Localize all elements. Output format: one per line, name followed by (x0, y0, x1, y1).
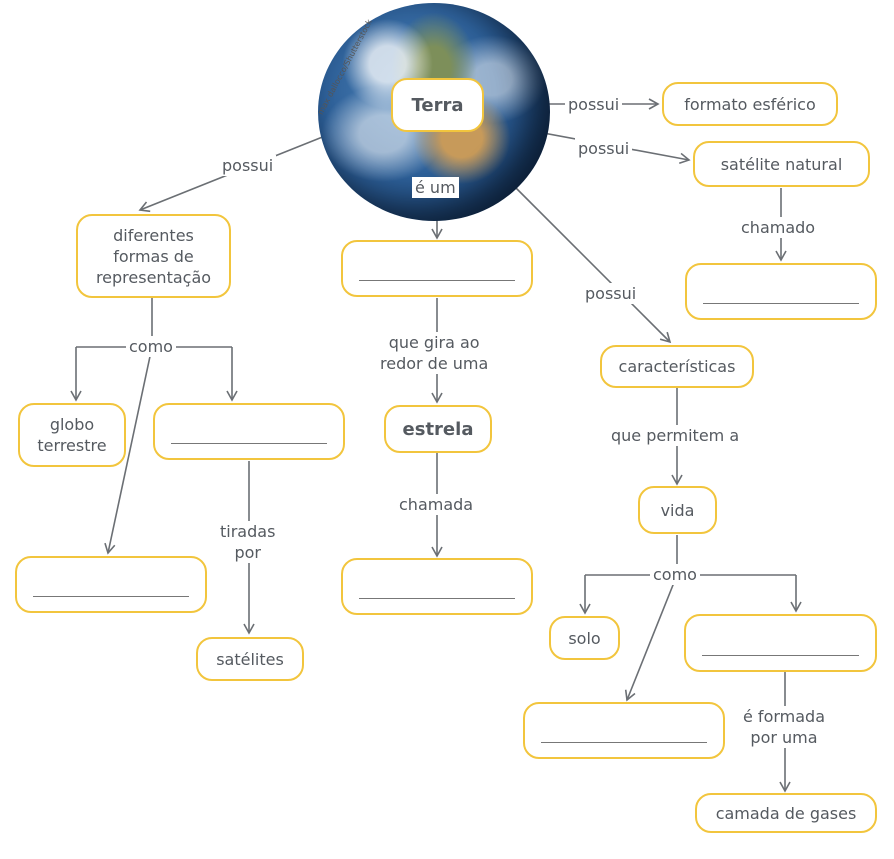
node-estrela: estrela (384, 405, 492, 453)
label-como-right: como (650, 564, 700, 585)
node-satelites: satélites (196, 637, 304, 681)
node-formato-esferico: formato esférico (662, 82, 838, 126)
node-diferentes-formas: diferentes formas de representação (76, 214, 231, 298)
label-tiradas-por: tiradas por (217, 521, 279, 563)
label-chamada: chamada (396, 494, 477, 515)
label-e-formada: é formada por uma (740, 706, 828, 748)
node-vida: vida (638, 486, 717, 534)
label-e-um: é um (412, 177, 459, 198)
label-possui-satelite: possui (575, 138, 633, 159)
node-blank-star-name[interactable] (341, 558, 533, 615)
label-que-gira: que gira ao redor de uma (377, 332, 492, 374)
label-que-permitem: que permitem a (608, 425, 743, 446)
node-blank-left-bottom[interactable] (15, 556, 207, 613)
node-camada-de-gases: camada de gases (695, 793, 877, 833)
label-chamado: chamado (738, 217, 819, 238)
label-possui-left: possui (219, 155, 277, 176)
label-como-left: como (126, 336, 176, 357)
node-solo: solo (549, 616, 620, 660)
node-blank-vida-item[interactable] (684, 614, 877, 672)
node-satelite-natural: satélite natural (693, 141, 870, 187)
node-caracteristicas: características (600, 345, 754, 388)
node-blank-bottom-center[interactable] (523, 702, 725, 759)
label-possui-right: possui (582, 283, 640, 304)
node-blank-satellite-name[interactable] (685, 263, 877, 320)
node-blank-center[interactable] (341, 240, 533, 297)
node-blank-representation[interactable] (153, 403, 345, 460)
label-possui-formato: possui (565, 94, 623, 115)
node-terra: Terra (391, 78, 484, 132)
node-globo-terrestre: globo terrestre (18, 403, 126, 467)
